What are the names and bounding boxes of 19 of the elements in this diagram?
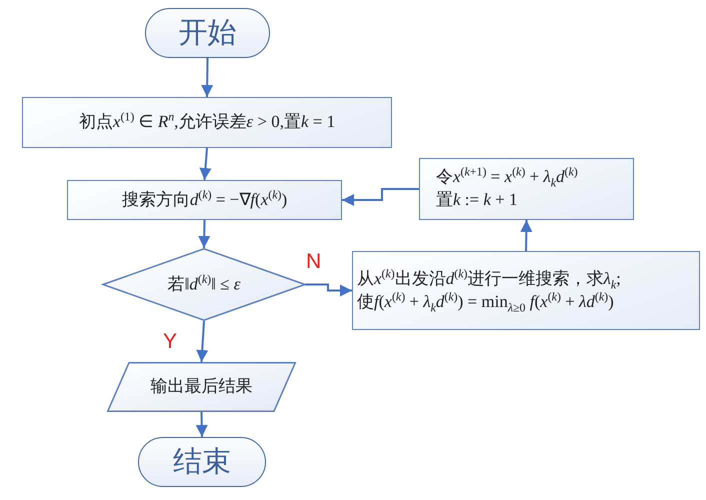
edge-label: N (306, 251, 322, 272)
arrow (196, 412, 208, 438)
step-text: 结束 (173, 443, 231, 480)
step-text: 开始 (178, 14, 236, 52)
step-text: 置k := k + 1 (436, 189, 518, 211)
arrow (196, 320, 208, 362)
step-text: 初点x$^{(1)}$ ∈ R$^{n}$,允许误差ε > 0,置k = 1 (78, 111, 336, 134)
arrow (342, 188, 419, 206)
arrow (198, 220, 210, 248)
process-box (419, 158, 634, 220)
arrow (201, 58, 214, 98)
arrow (305, 284, 352, 296)
process-box (352, 251, 700, 330)
process-box (67, 180, 342, 220)
arrow (199, 148, 212, 180)
step-text: 输出最后结果 (150, 376, 252, 398)
edge-label: Y (163, 331, 178, 352)
process-box (22, 97, 392, 148)
arrow (520, 220, 532, 252)
